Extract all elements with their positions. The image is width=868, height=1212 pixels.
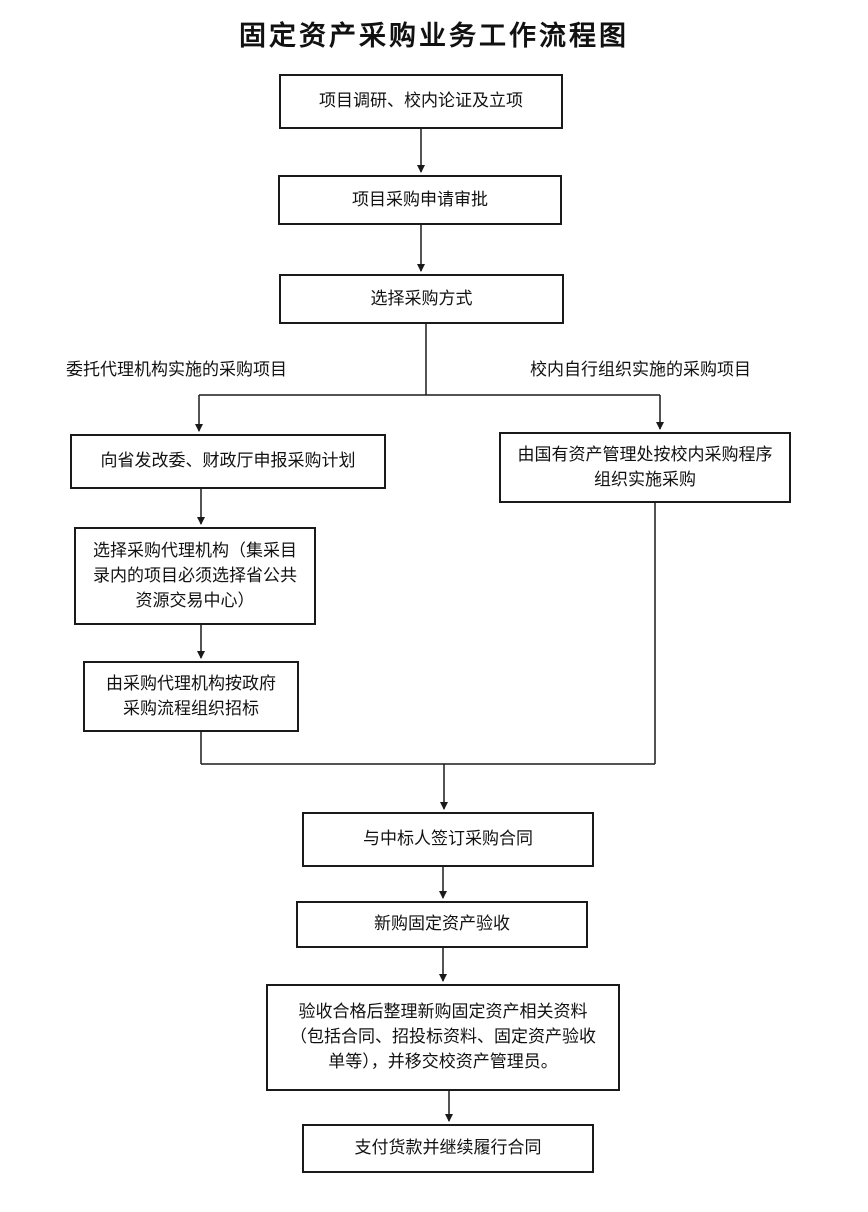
step-payment: 支付货款并继续履行合同 <box>302 1124 594 1173</box>
branch-label-agency: 委托代理机构实施的采购项目 <box>66 360 287 380</box>
step-select-method: 选择采购方式 <box>279 274 564 324</box>
step-organize-bidding: 由采购代理机构按政府采购流程组织招标 <box>83 661 299 732</box>
step-organize-documents: 验收合格后整理新购固定资产相关资料（包括合同、招投标资料、固定资产验收单等），并… <box>266 984 620 1091</box>
branch-label-internal: 校内自行组织实施的采购项目 <box>530 360 751 380</box>
step-select-agency: 选择采购代理机构（集采目录内的项目必须选择省公共资源交易中心） <box>74 527 316 625</box>
step-internal-procurement: 由国有资产管理处按校内采购程序组织实施采购 <box>499 432 791 503</box>
page-title: 固定资产采购业务工作流程图 <box>239 21 629 52</box>
step-procurement-approval: 项目采购申请审批 <box>278 175 562 225</box>
step-sign-contract: 与中标人签订采购合同 <box>302 812 594 867</box>
step-acceptance: 新购固定资产验收 <box>296 901 588 948</box>
step-report-plan: 向省发改委、财政厅申报采购计划 <box>70 434 386 489</box>
step-project-research: 项目调研、校内论证及立项 <box>279 74 563 129</box>
